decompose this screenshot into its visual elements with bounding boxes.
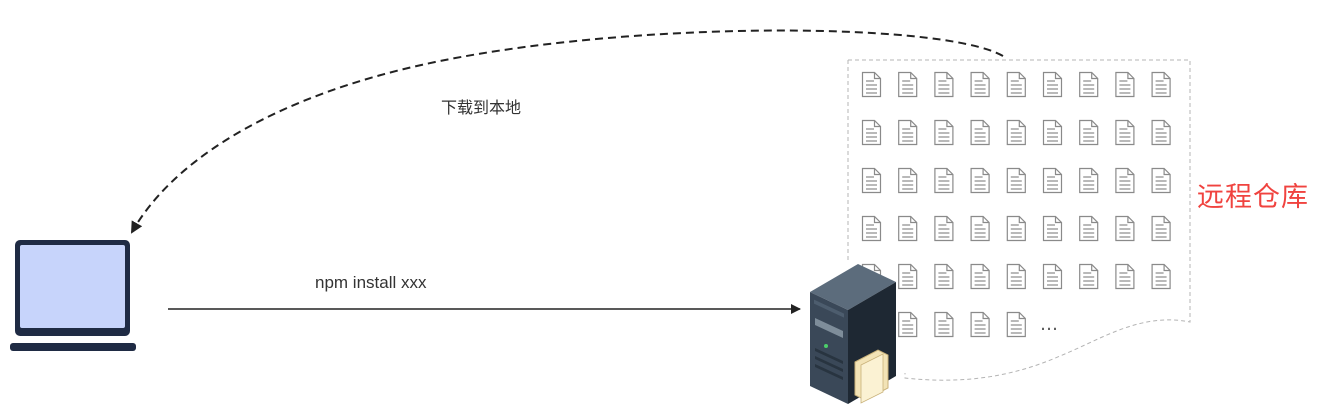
file-icon [1079, 215, 1099, 242]
file-ellipsis: … [1040, 314, 1058, 335]
repository-file-grid [861, 71, 1171, 338]
file-icon [1115, 215, 1135, 242]
file-icon [970, 311, 990, 338]
file-icon [898, 263, 918, 290]
file-icon [970, 71, 990, 98]
file-icon [934, 167, 954, 194]
file-icon [970, 167, 990, 194]
file-icon [861, 71, 882, 98]
file-icon [861, 215, 882, 242]
file-icon [898, 119, 918, 146]
file-icon [1151, 71, 1171, 98]
file-icon [1115, 71, 1135, 98]
server-icon [810, 264, 896, 404]
download-label: 下载到本地 [441, 98, 522, 117]
file-icon [934, 71, 954, 98]
file-icon [934, 311, 954, 338]
file-icon [1042, 215, 1063, 242]
file-icon [934, 215, 954, 242]
file-icon [1006, 215, 1026, 242]
file-icon [861, 167, 882, 194]
file-icon [1042, 71, 1063, 98]
file-icon [1115, 167, 1135, 194]
file-icon [898, 311, 918, 338]
file-icon [898, 167, 918, 194]
file-icon [1042, 263, 1063, 290]
file-icon [1151, 215, 1171, 242]
file-icon [1151, 119, 1171, 146]
file-icon [1006, 119, 1026, 146]
folder-icon [854, 349, 889, 404]
file-icon [1151, 263, 1171, 290]
file-icon [970, 119, 990, 146]
file-icon [1006, 311, 1026, 338]
file-icon [1042, 119, 1063, 146]
file-icon [898, 71, 918, 98]
file-icon [1006, 71, 1026, 98]
file-icon [934, 263, 954, 290]
download-arrow [131, 29, 1004, 234]
file-icon [1079, 119, 1099, 146]
file-icon [898, 215, 918, 242]
repository-label: 远程仓库 [1197, 182, 1309, 213]
file-icon [1115, 263, 1135, 290]
file-icon [1079, 167, 1099, 194]
install-command-label: npm install xxx [315, 273, 427, 292]
file-icon [934, 119, 954, 146]
repository-boundary [848, 59, 1191, 381]
file-icon [1079, 263, 1099, 290]
file-icon [1151, 167, 1171, 194]
file-icon [1042, 167, 1063, 194]
file-icon [1006, 167, 1026, 194]
file-icon [1115, 119, 1135, 146]
file-icon [1079, 71, 1099, 98]
file-icon [970, 263, 990, 290]
file-icon [861, 119, 882, 146]
laptop-icon [10, 240, 136, 351]
file-icon [1006, 263, 1026, 290]
file-icon [970, 215, 990, 242]
